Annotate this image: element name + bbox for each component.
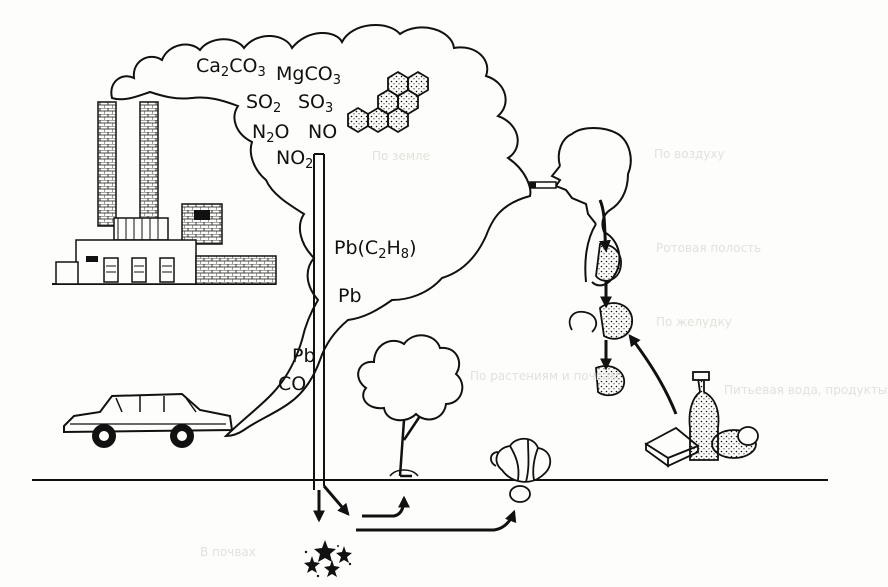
factory [55, 101, 277, 285]
formula-mgco3: MgCO3 [276, 63, 341, 88]
tree-icon [357, 334, 464, 478]
formula-no2: NO2 [276, 147, 313, 172]
label-pb-cloud: Pb [338, 285, 362, 307]
formula-so3: SO3 [298, 91, 333, 116]
faint-label-mouth: Ротовая полость [656, 241, 761, 255]
soil-deposit-icon [304, 540, 352, 578]
onion-plant-icon [490, 437, 552, 503]
chimney-left [97, 101, 117, 227]
chimney-right [139, 101, 159, 227]
aromatic-rings-icon [347, 70, 429, 134]
smoke-cloud [110, 23, 532, 438]
arrow-food-to-stomach [628, 334, 678, 415]
food-items-icon [644, 371, 759, 468]
arrow-to-onion [356, 509, 517, 532]
faint-label-food: Питьевая вода, продукты питания [724, 383, 888, 397]
faint-label-air: По воздуху [654, 147, 725, 161]
formula-n2o: N2O [252, 121, 289, 146]
fallout-pipe [313, 153, 350, 523]
formula-so2: SO2 [246, 91, 281, 116]
label-co: CO [278, 373, 306, 395]
formula-ca2co3: Ca2CO3 [196, 55, 266, 80]
faint-label-ground: По земле [372, 149, 430, 163]
formula-no: NO [308, 121, 337, 143]
arrow-to-tree [362, 495, 410, 518]
faint-label-plants: По растениям и почвам [470, 369, 619, 383]
faint-label-soil: В почвах [200, 545, 256, 559]
label-pb-exhaust: Pb [292, 345, 316, 367]
cigarette-icon [529, 181, 557, 189]
human-profile-icon [550, 127, 632, 287]
digestive-tract-icon [568, 199, 633, 397]
faint-label-stomach: По желудку [656, 315, 732, 329]
car-icon [63, 392, 234, 448]
formula-tetraethyl-lead: Pb(C2H8) [334, 237, 416, 262]
